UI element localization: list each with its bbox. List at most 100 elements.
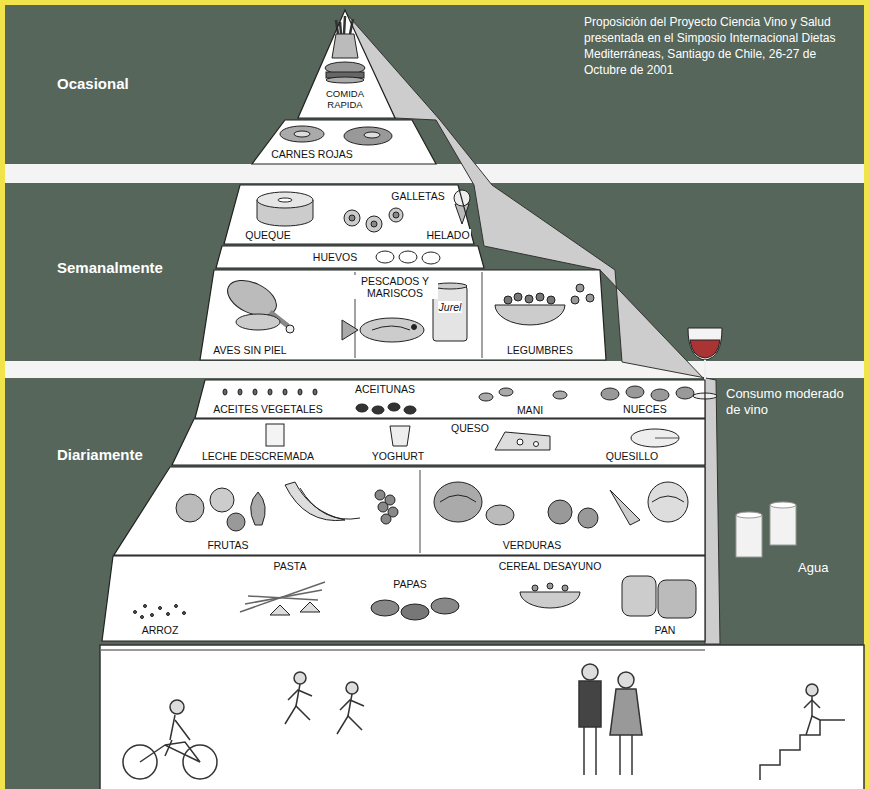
food-art — [151, 614, 154, 617]
food-art — [236, 314, 280, 330]
tier-fill — [298, 10, 395, 118]
food-art — [576, 284, 584, 292]
food-art — [175, 605, 178, 608]
food-art — [495, 305, 565, 325]
food-art — [434, 482, 482, 522]
frequency-label: Semanalmente — [57, 259, 163, 277]
food-art — [183, 612, 186, 615]
activity-base — [595, 727, 597, 775]
food-tier: CARNES ROJAS — [252, 120, 436, 164]
food-tier: QUESOLECHE DESCREMADAYOGHURTQUESILLO — [172, 419, 705, 465]
food-art — [399, 251, 417, 263]
food-art — [375, 490, 385, 500]
food-label: YOGHURT — [371, 450, 425, 462]
note-label: Agua — [798, 560, 828, 576]
tier-fill — [102, 10, 705, 641]
food-art — [486, 505, 514, 525]
activity-base — [583, 727, 585, 775]
food-label: AVES SIN PIEL — [212, 344, 287, 356]
tier-outline — [102, 556, 705, 641]
food-art — [300, 602, 320, 612]
food-art — [626, 386, 644, 398]
food-art — [238, 389, 242, 395]
note-label: Consumo moderado de vino — [726, 386, 851, 418]
food-art — [499, 388, 513, 396]
food-art — [376, 251, 394, 263]
activity-base — [296, 684, 300, 706]
food-art — [356, 404, 368, 412]
food-art — [393, 212, 399, 218]
band-stripe — [5, 164, 864, 183]
drink-art — [736, 515, 762, 557]
food-art — [280, 126, 324, 142]
frequency-band: DiariamenteACEITUNASACEITES VEGETALESMAN… — [5, 378, 864, 644]
food-art — [389, 208, 403, 222]
food-art — [251, 492, 266, 525]
activity-base — [760, 720, 845, 780]
food-art — [134, 16, 697, 620]
food-art — [270, 605, 290, 615]
food-art — [298, 389, 302, 395]
activity-base — [175, 720, 190, 740]
food-art — [366, 216, 382, 232]
food-art — [547, 583, 553, 589]
food-art — [536, 293, 544, 301]
food-tier: ACEITUNASACEITES VEGETALESMANINUECES — [195, 380, 705, 418]
food-art — [360, 318, 424, 342]
food-label: HUEVOS — [312, 251, 358, 263]
tier-outline — [114, 467, 705, 555]
food-art — [326, 77, 364, 83]
food-art — [431, 598, 459, 614]
tier-outline — [195, 380, 705, 418]
food-art — [283, 389, 287, 395]
food-art — [433, 283, 467, 289]
food-label: LEGUMBRES — [506, 344, 574, 356]
food-art — [404, 406, 416, 414]
food-art — [553, 391, 567, 399]
food-art — [440, 495, 476, 502]
food-label: PAN — [654, 624, 677, 636]
activity-base — [288, 690, 312, 700]
drink-art — [770, 502, 796, 508]
activity-base — [337, 716, 362, 734]
activity-base — [618, 672, 634, 688]
food-art — [676, 387, 694, 399]
frequency-band: SemanalmenteGALLETASQUEQUEHELADOHUEVOSPE… — [5, 183, 864, 361]
activity-base — [294, 672, 306, 684]
food-label: HELADO — [425, 229, 470, 241]
food-art — [344, 127, 392, 145]
tier-outline — [172, 419, 705, 465]
food-art — [381, 514, 391, 524]
food-label: CARNES ROJAS — [270, 148, 354, 160]
food-art — [268, 389, 272, 395]
tier-fill — [195, 380, 705, 418]
food-art — [658, 580, 696, 618]
food-art — [372, 326, 410, 330]
frequency-label: Ocasional — [57, 75, 129, 93]
tier-fill — [102, 556, 705, 641]
tier-outline — [102, 556, 705, 641]
food-art — [342, 320, 358, 340]
food-art — [586, 294, 594, 302]
activity-base — [100, 645, 864, 789]
activity-base — [582, 664, 598, 680]
drink-art — [770, 505, 796, 545]
food-art — [210, 488, 234, 512]
tier-outline — [224, 185, 474, 244]
food-art — [144, 605, 147, 608]
food-art — [601, 388, 619, 400]
food-art — [313, 389, 317, 395]
food-art — [332, 34, 358, 58]
tier-outline — [200, 270, 606, 360]
food-art — [648, 482, 688, 522]
food-art — [364, 132, 380, 138]
tier-outline — [252, 120, 436, 164]
activity-base — [285, 706, 310, 724]
food-label: LECHE DESCREMADA — [201, 450, 315, 462]
tier-fill — [114, 467, 705, 555]
activity-base — [170, 715, 175, 740]
food-art — [371, 600, 399, 616]
tier-fill — [216, 246, 484, 268]
food-art — [534, 442, 539, 447]
